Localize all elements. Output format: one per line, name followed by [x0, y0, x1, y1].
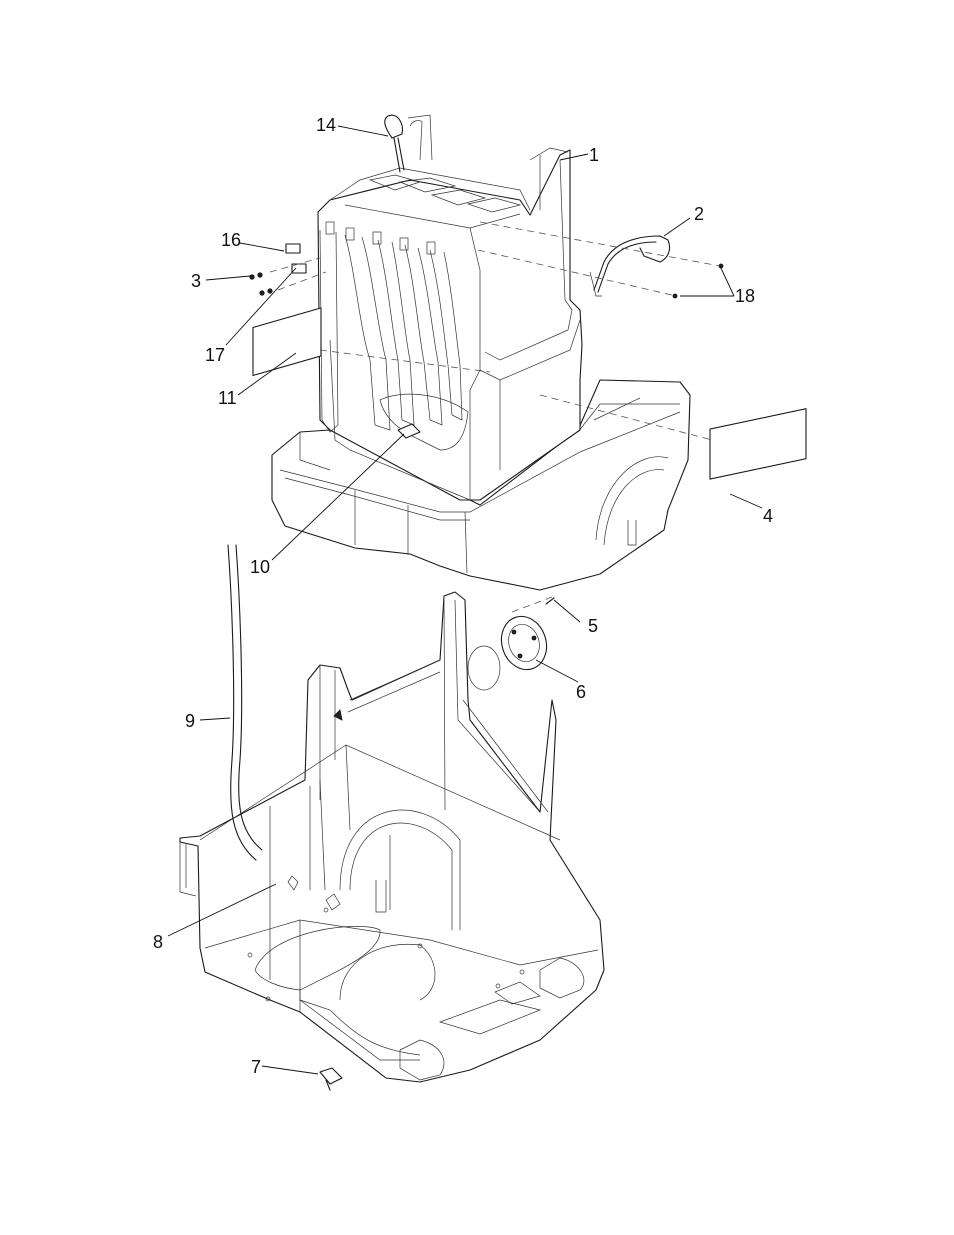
upper-console-housing: [272, 115, 690, 590]
callout-3: 3: [191, 271, 201, 291]
lower-tank-shroud-part-8: [180, 592, 604, 1082]
callout-2: 2: [694, 204, 704, 224]
callout-14: 14: [316, 115, 336, 135]
callout-8: 8: [153, 932, 163, 952]
hose-part-9-edge: [236, 545, 262, 850]
decal-part-11: [253, 308, 321, 375]
callout-11: 11: [218, 388, 237, 408]
callout-1: 1: [589, 145, 599, 165]
callout-16: 16: [221, 230, 241, 250]
fuel-cap-flange-part-6: [495, 611, 554, 676]
decal-part-4: [710, 409, 806, 479]
callout-10: 10: [250, 557, 270, 577]
callout-18: 18: [735, 286, 755, 306]
callout-6: 6: [576, 682, 586, 702]
callout-9: 9: [185, 711, 195, 731]
callout-17: 17: [205, 345, 225, 365]
drain-plug-part-7: [320, 1068, 342, 1090]
throttle-lever-part-14: [385, 115, 422, 172]
handle-bracket-part-2: [590, 236, 670, 296]
callout-4: 4: [763, 506, 773, 526]
callout-5: 5: [588, 616, 598, 636]
callout-7: 7: [251, 1057, 261, 1077]
